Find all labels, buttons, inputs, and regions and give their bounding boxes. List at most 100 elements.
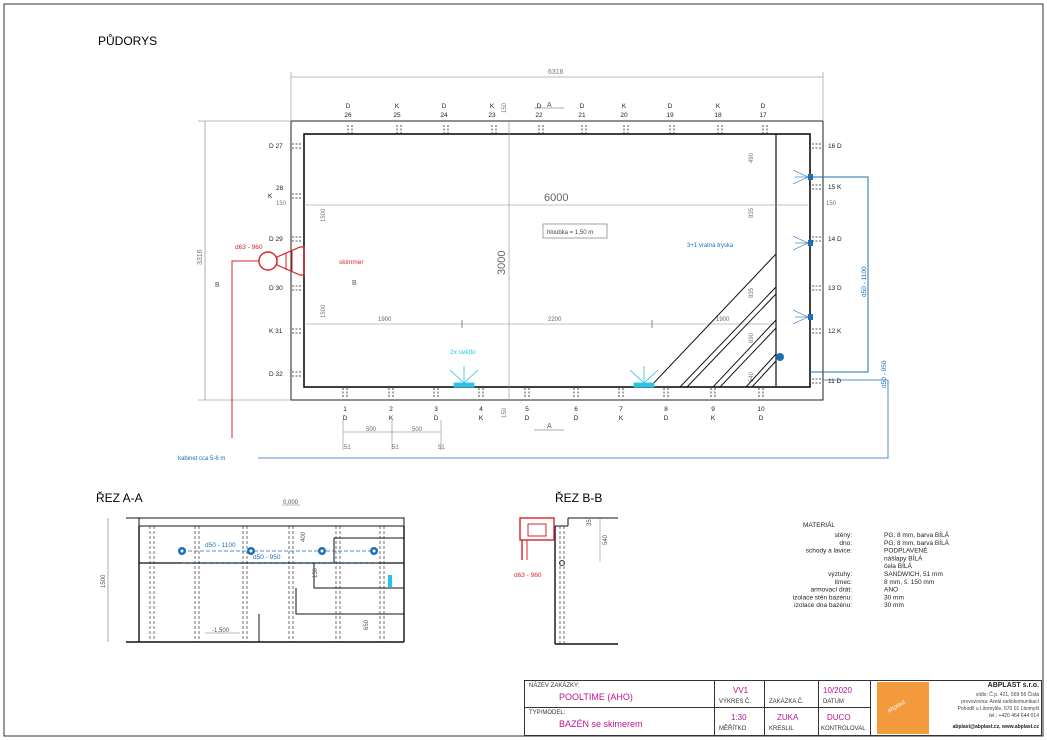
date-label: DATUM xyxy=(823,699,844,705)
checked-by: DUCO xyxy=(827,713,851,722)
title-block: NÁZEV ZAKÁZKY: POOLTIME (AHO) TYP/MODEL:… xyxy=(524,680,1042,736)
drawn-by-label: KRESLIL xyxy=(769,726,794,732)
company-line-1: sídlo: Č.p. 421, 569 56 Čistá xyxy=(975,692,1039,698)
bottom-marker-number: 5 xyxy=(525,406,529,413)
dim-seg2: 2200 xyxy=(548,317,562,323)
bottom-marker-letter: D xyxy=(574,415,579,422)
top-marker-number: 18 xyxy=(714,112,722,119)
company-logo: abplast xyxy=(877,682,929,734)
top-marker-number: 19 xyxy=(666,112,674,119)
right-marker-label: 12 K xyxy=(828,328,842,335)
bottom-marker-number: 10 xyxy=(757,406,765,413)
section-b-540: 540 xyxy=(603,534,609,545)
left-marker-label: D 29 xyxy=(269,236,283,243)
dim-v690: 690 xyxy=(749,332,755,343)
company-line-2: provozovna: Areál radiokomunikací xyxy=(961,699,1039,705)
top-marker-letter: D xyxy=(537,103,542,110)
section-a-drawing xyxy=(107,504,405,643)
right-marker-label: 14 D xyxy=(828,236,842,243)
material-row-value: 30 mm xyxy=(884,602,904,609)
dim-inner-height: 3000 xyxy=(496,251,508,275)
depth-label: hloubka = 1,50 m xyxy=(547,230,593,236)
red-pipe-label: d63 - 960 xyxy=(235,244,263,251)
left-marker-label: D 30 xyxy=(269,285,283,292)
bottom-marker-letter: K xyxy=(479,415,484,422)
top-marker-number: 20 xyxy=(620,112,628,119)
stairs-diagonals xyxy=(649,253,777,388)
bottom-marker-number: 7 xyxy=(619,406,623,413)
company-line-4: tel.: +420 464 644 014 xyxy=(989,713,1039,719)
section-a-400: 400 xyxy=(301,531,307,542)
drawing-number: VV1 xyxy=(733,686,749,695)
dim-v835b: 835 xyxy=(749,287,755,298)
section-a-1500: 1500 xyxy=(101,574,107,588)
skimmer-label: skimmer xyxy=(339,259,364,266)
top-marker-letter: K xyxy=(622,103,627,110)
dim-seg1: 1900 xyxy=(378,317,392,323)
dim-left-1500b: 1500 xyxy=(321,304,327,318)
top-marker-letter: K xyxy=(395,103,400,110)
blue-pipe-label-2: d50 - 950 xyxy=(881,360,888,388)
top-marker-letter: D xyxy=(761,103,766,110)
right-marker-label: 15 K xyxy=(828,184,842,191)
section-a-150: 150 xyxy=(313,567,319,578)
top-marker-number: 24 xyxy=(440,112,448,119)
section-mark-a-bottom: A xyxy=(547,423,552,430)
company-email: abplast@abplast.cz, www.abplast.cz xyxy=(952,724,1039,730)
section-a-zero: 0,000 xyxy=(283,500,299,506)
section-mark-b-left: B xyxy=(215,282,220,289)
top-marker-letter: D xyxy=(442,103,447,110)
bottom-marker-letter: D xyxy=(434,415,439,422)
material-row-label: límec: xyxy=(835,579,853,586)
company-name: ABPLAST s.r.o. xyxy=(987,682,1039,689)
bottom-marker-number: 4 xyxy=(479,406,483,413)
top-marker-letter: D xyxy=(346,103,351,110)
scale-label: MĚŘÍTKO xyxy=(719,726,747,732)
red-suction-pipe xyxy=(231,260,259,438)
left-marker-label: K xyxy=(268,193,273,200)
dim-bottom150: 150 xyxy=(502,407,508,418)
left-marker-label: D 32 xyxy=(269,371,283,378)
dim-seg3: 1900 xyxy=(716,317,730,323)
skimmer xyxy=(258,246,305,276)
section-a-pipe1: d50 - 1100 xyxy=(205,542,236,549)
blue-return-pipe xyxy=(810,176,869,373)
bottom-marker-number: 6 xyxy=(574,406,578,413)
dim-v490: 490 xyxy=(749,152,755,163)
company-line-3: Pohodlí u Litomyšle, 570 01 Litomyšl xyxy=(957,706,1039,712)
material-row-value: ANO xyxy=(884,587,898,594)
material-row-value: 8 mm, š. 150 mm xyxy=(884,579,934,586)
top-marker-number: 25 xyxy=(393,112,401,119)
material-row-value: 30 mm xyxy=(884,594,904,601)
drawn-by: ZUKA xyxy=(777,713,799,722)
dim-51c: 51 xyxy=(438,445,445,451)
section-a-heading: ŘEZ A-A xyxy=(96,490,143,505)
right-stiffener-markers: 16 D15 K14 D13 D12 K11 D xyxy=(812,143,842,385)
top-marker-letter: D xyxy=(580,103,585,110)
blue-cable-line xyxy=(258,379,889,459)
dim-overall-height: 3316 xyxy=(197,249,204,265)
section-mark-a-top: A xyxy=(547,102,552,109)
dim-500a: 500 xyxy=(366,427,377,433)
pool-inner-outline xyxy=(303,133,811,388)
dim-inner-width: 6000 xyxy=(544,192,568,204)
bottom-marker-letter: D xyxy=(525,415,530,422)
bottom-marker-number: 3 xyxy=(434,406,438,413)
top-marker-letter: K xyxy=(490,103,495,110)
date-value: 10/2020 xyxy=(823,686,852,695)
left-marker-label: D 27 xyxy=(269,143,283,150)
drawing-number-label: VÝKRES Č. xyxy=(719,699,752,705)
bottom-marker-number: 1 xyxy=(343,406,347,413)
bottom-marker-letter: K xyxy=(389,415,394,422)
bottom-marker-letter: D xyxy=(759,415,764,422)
bottom-marker-number: 2 xyxy=(389,406,393,413)
dim-left-1500a: 1500 xyxy=(321,208,327,222)
material-row-value: nášlapy BÍLÁ xyxy=(884,553,923,562)
bottom-marker-number: 8 xyxy=(664,406,668,413)
right-marker-label: 11 D xyxy=(828,378,842,385)
material-row-value: SANDWICH, 51 mm xyxy=(884,571,943,578)
type-label: TYP/MODEL: xyxy=(529,710,566,716)
